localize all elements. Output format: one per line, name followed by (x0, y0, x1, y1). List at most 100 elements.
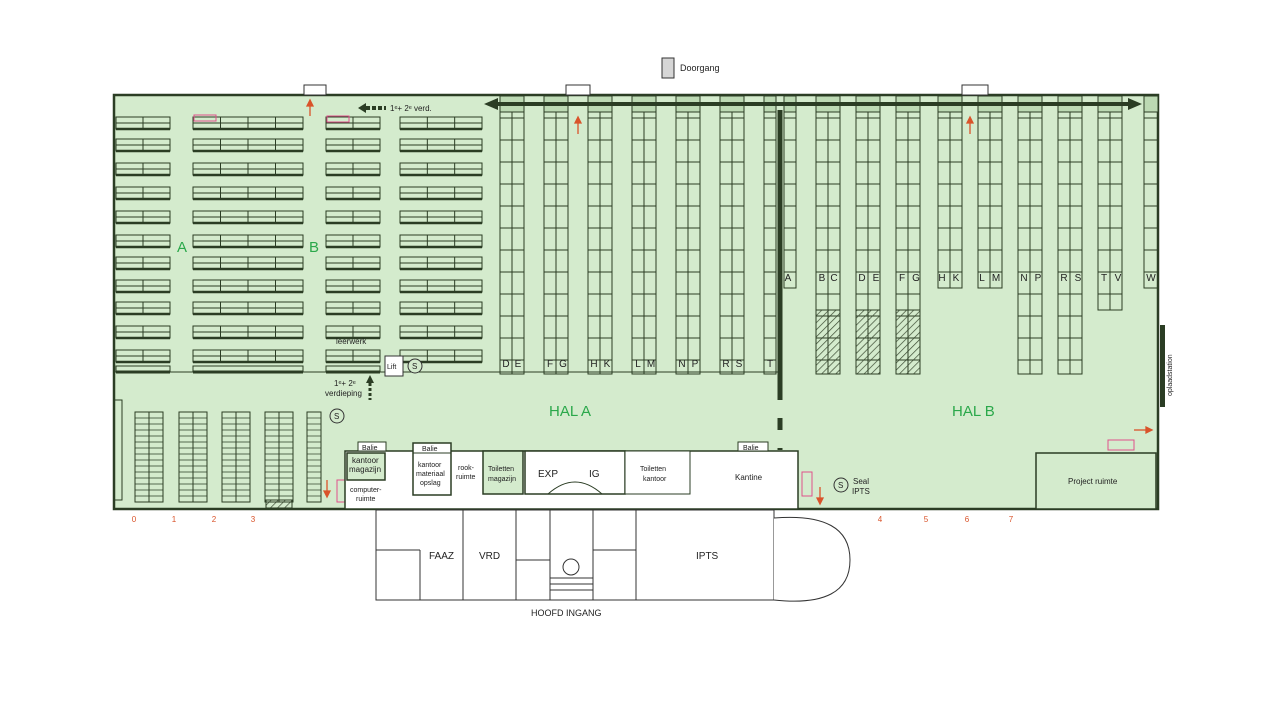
arrow-head-small (358, 103, 366, 113)
hoofd-ingang-label: HOOFD INGANG (531, 608, 602, 618)
room-faaz-label: FAAZ (429, 551, 454, 562)
row-label-L: L (635, 359, 641, 370)
room-project-label: Project ruimte (1068, 477, 1118, 486)
hall-label-b: HAL B (952, 403, 995, 420)
oplaadstation-label: oplaadstation (1167, 354, 1174, 396)
row-label-F: F (899, 273, 905, 284)
balie-3 (737, 441, 769, 452)
s-marker-3-label: S (838, 481, 843, 490)
row-label-M: M (992, 273, 1000, 284)
hatched-area (895, 309, 921, 375)
hatched-area (265, 499, 293, 509)
entrance-revolving-door (562, 558, 580, 576)
balie-1 (357, 441, 387, 452)
row-label-G: G (559, 359, 567, 370)
row-label-D: D (858, 273, 865, 284)
row-label-R: R (1060, 273, 1067, 284)
room-toiletten-magazijn-label-1: Toiletten (488, 466, 514, 473)
door-number-3: 3 (251, 515, 256, 524)
balie-3-label: Balie (743, 445, 759, 452)
room-kantoor-materiaal-label-3: opslag (420, 480, 441, 487)
zone-label-b: B (309, 239, 319, 256)
doorgang-legend-icon (661, 57, 675, 79)
row-label-N: N (1020, 273, 1027, 284)
room-kantoor-magazijn-label-1: kantoor (352, 456, 379, 465)
room-toiletten-magazijn-label-2: magazijn (488, 476, 516, 483)
lower-building (375, 509, 775, 601)
row-label-N: N (678, 359, 685, 370)
door-number-5: 5 (924, 515, 929, 524)
arrow-head-right (1128, 98, 1142, 110)
s-marker-1-label: S (412, 362, 417, 371)
room-ig-label: IG (589, 469, 600, 480)
rack-segment (306, 411, 322, 503)
row-label-P: P (692, 359, 699, 370)
s-marker-2-label: S (334, 412, 339, 421)
doorgang-top-1 (303, 84, 327, 96)
room-kantoor-magazijn (346, 452, 386, 481)
s-marker-3 (833, 477, 849, 493)
door-number-2: 2 (212, 515, 217, 524)
row-label-S: S (736, 359, 743, 370)
row-label-T: T (767, 359, 773, 370)
seal-label-1: Seal (853, 477, 869, 486)
up-arrow (366, 375, 374, 383)
row-label-M: M (647, 359, 655, 370)
room-exp-label: EXP (538, 469, 558, 480)
row-label-W: W (1146, 273, 1156, 284)
oplaadstation-bar (1160, 325, 1165, 407)
room-kantoor-materiaal-label-2: materiaal (416, 471, 445, 478)
door-number-6: 6 (965, 515, 970, 524)
floors-bottom-label-1: 1ᵉ+ 2ᵉ (334, 379, 356, 388)
row-label-D: D (502, 359, 509, 370)
door-number-7: 7 (1009, 515, 1014, 524)
doorgang-legend-label: Doorgang (680, 63, 720, 73)
row-label-V: V (1115, 273, 1122, 284)
floors-top-label: 1ᵉ+ 2ᵉ verd. (390, 104, 432, 113)
zone-label-a: A (177, 239, 187, 256)
row-label-H: H (590, 359, 597, 370)
balie-2-label: Balie (422, 446, 438, 453)
rack-segment (115, 365, 171, 373)
row-label-F: F (547, 359, 553, 370)
room-rook-label-2: ruimte (456, 474, 476, 481)
row-label-B: B (819, 273, 826, 284)
rack-segment (1143, 95, 1159, 113)
room-kantoor-materiaal-label-1: kantoor (418, 462, 442, 469)
room-project (1035, 452, 1157, 510)
racks-bottom (113, 399, 322, 503)
balie-1-label: Balie (362, 445, 378, 452)
lift-label: Lift (387, 364, 396, 371)
row-label-S: S (1075, 273, 1082, 284)
doorgang-top-2 (565, 84, 591, 96)
row-label-H: H (938, 273, 945, 284)
room-rook-label-1: rook- (458, 465, 475, 472)
lift (384, 355, 404, 377)
hatched-area (815, 309, 841, 375)
room-kantoor-magazijn-label-2: magazijn (349, 465, 381, 474)
row-label-K: K (953, 273, 960, 284)
room-toiletten-magazijn (482, 450, 524, 495)
door-number-0: 0 (132, 515, 137, 524)
reception-arc (547, 481, 603, 495)
s-marker-2 (329, 408, 345, 424)
row-label-T: T (1101, 273, 1107, 284)
s-marker-1 (407, 358, 423, 374)
room-toiletten-kantoor (624, 450, 691, 495)
row-label-G: G (912, 273, 920, 284)
door-number-4: 4 (878, 515, 883, 524)
row-label-K: K (604, 359, 611, 370)
hatched-area (855, 309, 881, 375)
hall-label-a: HAL A (549, 403, 591, 420)
arrow-head-left (484, 98, 498, 110)
rack-segment (113, 399, 123, 501)
floors-bottom-label-2: verdieping (325, 389, 362, 398)
row-label-L: L (979, 273, 985, 284)
seal-label-2: IPTS (852, 487, 870, 496)
round-extension (773, 516, 851, 602)
room-computer-label-2: ruimte (356, 496, 376, 503)
row-label-A: A (785, 273, 792, 284)
room-toiletten-kantoor-label-1: Toiletten (640, 466, 666, 473)
